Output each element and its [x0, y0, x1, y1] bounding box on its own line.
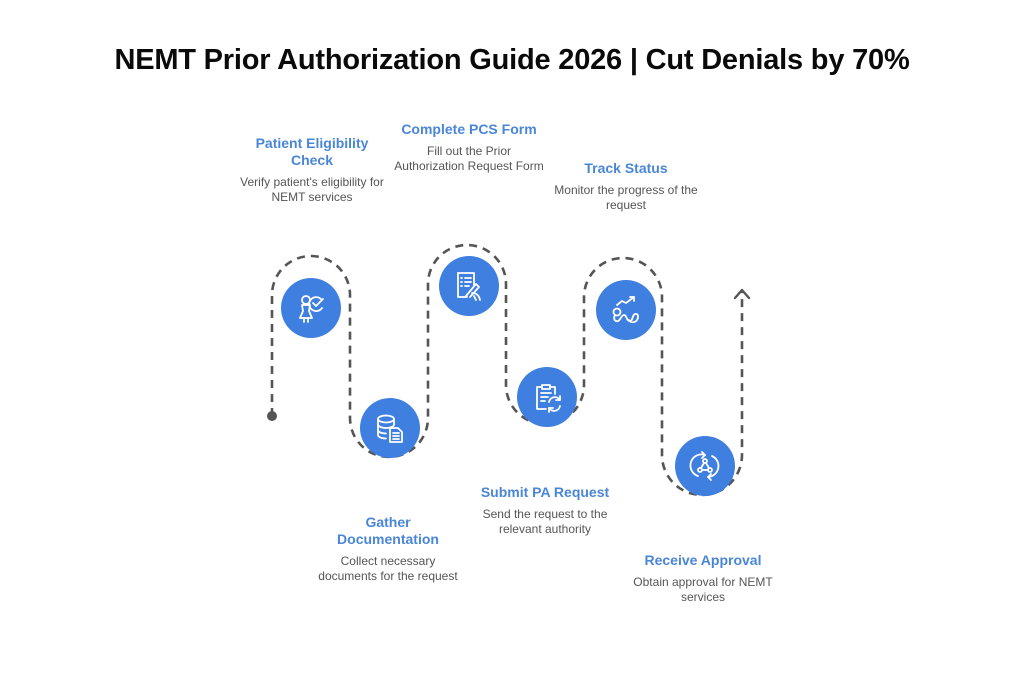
- start-dot: [267, 411, 277, 421]
- step-6-title: Receive Approval: [644, 552, 762, 568]
- step-3-description: Fill out the Prior Authorization Request…: [394, 144, 544, 173]
- step-1-node: [281, 278, 341, 338]
- page-title: NEMT Prior Authorization Guide 2026 | Cu…: [114, 44, 910, 76]
- step-5-description: Monitor the progress of the request: [554, 183, 698, 212]
- step-1-description: Verify patient's eligibility for NEMT se…: [240, 175, 384, 204]
- step-2-title: Gather Documentation: [337, 514, 439, 547]
- step-5-title: Track Status: [584, 160, 668, 176]
- step-3-title: Complete PCS Form: [401, 121, 537, 137]
- step-4-node: [517, 367, 577, 427]
- step-3-label: Complete PCS Form Fill out the Prior Aut…: [394, 121, 544, 174]
- route-trend-icon: [612, 296, 639, 324]
- step-2-node: [360, 398, 420, 458]
- person-check-icon: [299, 295, 324, 323]
- step-4-label: Submit PA Request Send the request to th…: [470, 484, 620, 537]
- step-2-description: Collect necessary documents for the requ…: [318, 554, 458, 583]
- step-4-description: Send the request to the relevant authori…: [482, 507, 608, 536]
- database-document-icon: [377, 414, 403, 443]
- step-6-node: [675, 436, 735, 496]
- step-6-label: Receive Approval Obtain approval for NEM…: [628, 552, 778, 605]
- step-5-node: [596, 280, 656, 340]
- form-signing-icon: [457, 272, 481, 301]
- step-3-node: [439, 256, 499, 316]
- step-5-label: Track Status Monitor the progress of the…: [551, 160, 701, 213]
- step-4-title: Submit PA Request: [480, 484, 610, 500]
- network-cycle-icon: [689, 451, 720, 481]
- clipboard-refresh-icon: [536, 384, 561, 413]
- step-1-title: Patient Eligibility Check: [255, 135, 369, 168]
- step-2-label: Gather Documentation Collect necessary d…: [313, 514, 463, 584]
- end-arrow-icon: [733, 288, 751, 300]
- step-1-label: Patient Eligibility Check Verify patient…: [237, 135, 387, 205]
- step-6-description: Obtain approval for NEMT services: [633, 575, 773, 604]
